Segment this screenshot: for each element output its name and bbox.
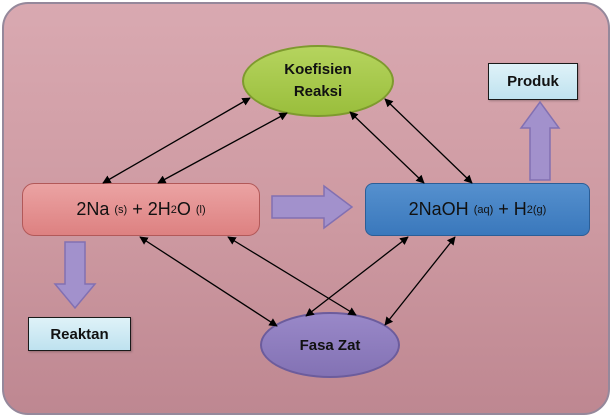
reactant-formula-sub: 2 (170, 203, 177, 216)
produk-label: Produk (507, 73, 559, 90)
node-koefisien-reaksi: Koefisien Reaksi (242, 45, 394, 117)
product-formula-text: 2NaOH (408, 199, 474, 219)
reaktan-label: Reaktan (50, 325, 109, 343)
koefisien-label-line2: Reaksi (293, 83, 343, 100)
reactant-formula-text: + 2H (127, 199, 171, 219)
reactant-formula-text: O (176, 199, 196, 219)
node-produk: Produk (488, 63, 578, 100)
product-formula-sub: (aq) (473, 203, 494, 216)
reactant-formula-text: 2Na (76, 199, 115, 219)
fasa-zat-label: Fasa Zat (299, 336, 361, 354)
product-formula-sub: 2(g) (526, 203, 547, 216)
node-reaktan: Reaktan (28, 317, 131, 351)
node-fasa-zat: Fasa Zat (260, 312, 400, 378)
reactant-formula-sub: (s) (114, 203, 128, 216)
product-formula-text: + H (493, 199, 527, 219)
koefisien-label-line1: Koefisien (284, 60, 352, 78)
reactant-formula-sub: (l) (195, 203, 206, 216)
